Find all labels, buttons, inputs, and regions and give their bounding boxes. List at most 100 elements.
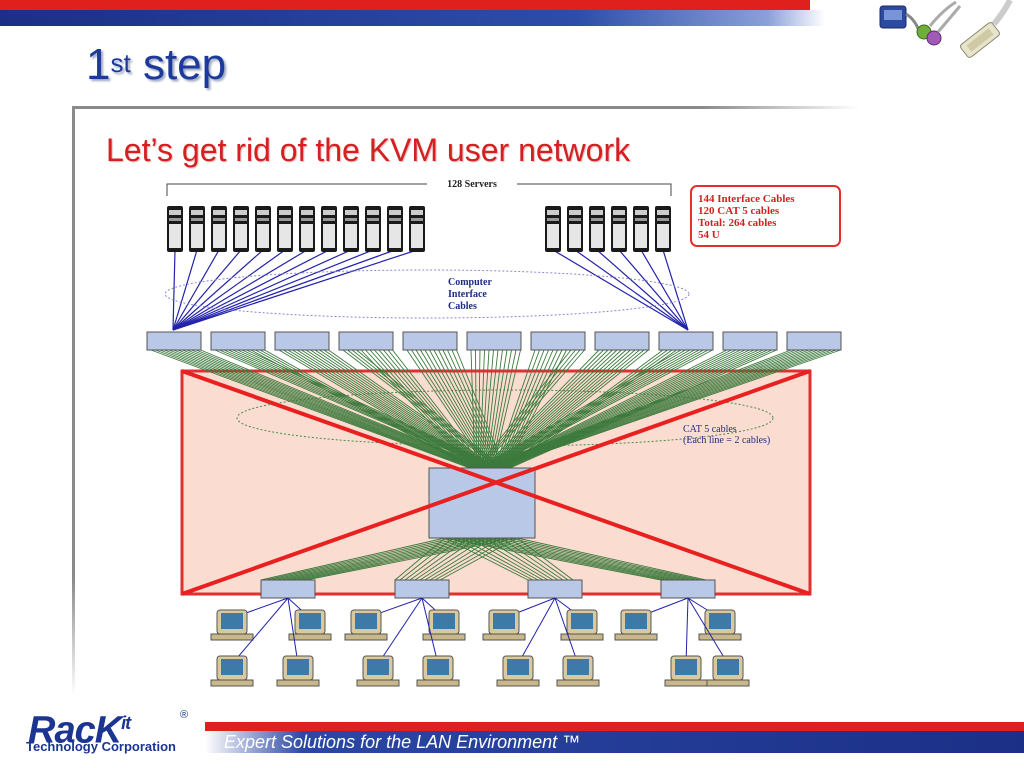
switch-unit (338, 331, 394, 351)
cat5-cable (265, 537, 454, 581)
cat5-cable (480, 349, 490, 471)
top-stripe-red (0, 0, 810, 10)
cat5-cable (444, 537, 662, 581)
server-unit (343, 206, 359, 252)
server-unit (189, 206, 205, 252)
cat5-cable (182, 349, 487, 471)
server-unit (633, 206, 649, 252)
cat5-cable (492, 349, 841, 471)
cat5-cable (360, 349, 476, 471)
cat5-cable (479, 349, 585, 471)
cat5-cable (287, 349, 485, 471)
cat5-cable (492, 537, 692, 581)
workstation-icon (560, 609, 604, 641)
cat5-cable (476, 349, 796, 471)
cat5-cable (383, 349, 484, 471)
server-unit (409, 206, 425, 252)
server-cable (172, 249, 242, 331)
cat5-cable (378, 349, 482, 471)
cat5-cable (292, 349, 487, 471)
cat5-cable (476, 349, 686, 471)
cat5-cable (482, 349, 814, 471)
server-cable (172, 249, 220, 331)
cat5-cable (173, 349, 484, 471)
computer-cables-label-1: Computer (448, 277, 492, 288)
bottom-switch (660, 579, 716, 599)
cat5-cable (399, 537, 454, 581)
frame-left-line (72, 106, 75, 696)
server-unit (365, 206, 381, 252)
central-switch (428, 467, 536, 539)
server-cable (172, 249, 264, 331)
workstation-icon (210, 655, 254, 687)
user-cable (554, 597, 579, 665)
workstation-icon (482, 609, 526, 641)
workstation-icon (664, 655, 708, 687)
cat5-cable (500, 537, 697, 581)
server-unit (211, 206, 227, 252)
switch-unit (402, 331, 458, 351)
server-unit (299, 206, 315, 252)
cat5-label-2: (Each line = 2 cables) (683, 435, 770, 446)
workstation-icon (706, 655, 750, 687)
info-line-2: 120 CAT 5 cables (698, 205, 780, 217)
cat5-cable (159, 349, 479, 471)
frame-top-line (72, 106, 860, 109)
workstation-icon (210, 609, 254, 641)
cat5-cable (490, 349, 837, 471)
user-cable (685, 597, 689, 665)
server-cable (172, 249, 374, 331)
cat5-cable (485, 349, 713, 471)
cat5-cable (474, 349, 572, 471)
server-unit (387, 206, 403, 252)
servers-label: 128 Servers (447, 179, 497, 190)
switch-unit (786, 331, 842, 351)
server-unit (545, 206, 561, 252)
cat5-cable (404, 537, 462, 581)
cat5-cable (374, 349, 481, 471)
cat5-cable (477, 349, 481, 471)
server-unit (255, 206, 271, 252)
cat5-cable (444, 537, 529, 581)
server-unit (611, 206, 627, 252)
server-cable (172, 249, 352, 331)
cat5-cable (482, 349, 494, 471)
workstation-icon (276, 655, 320, 687)
cat5-label-1: CAT 5 cables (683, 424, 737, 435)
switch-unit (594, 331, 650, 351)
cat5-cable (484, 349, 709, 471)
bottom-switch (527, 579, 583, 599)
cat5-cable (477, 349, 691, 471)
cat5-cable (477, 349, 581, 471)
cat5-cable (516, 537, 707, 581)
server-cable (640, 249, 689, 331)
server-cable (172, 249, 308, 331)
user-cable (231, 597, 289, 665)
cat5-cable (387, 349, 485, 471)
cat5-cable (489, 349, 832, 471)
cat5-cable (164, 349, 480, 471)
cat5-cable (259, 349, 479, 471)
rackit-logo: RacKit (28, 709, 131, 752)
slide-subtitle: Let’s get rid of the KVM user network (106, 132, 631, 168)
cat5-cable (150, 349, 476, 471)
bottom-switch (260, 579, 316, 599)
server-cable (574, 249, 689, 331)
workstation-icon (556, 655, 600, 687)
switch-unit (658, 331, 714, 351)
user-cable (421, 597, 439, 665)
workstation-icon (422, 609, 466, 641)
server-cable (172, 249, 330, 331)
server-unit (233, 206, 249, 252)
red-cross-line-2 (181, 369, 811, 596)
cat5-cable (481, 349, 700, 471)
cat5-cable (481, 349, 600, 471)
info-line-3: Total: 264 cables (698, 217, 777, 229)
registered-mark: ® (180, 709, 189, 721)
workstation-icon (614, 609, 658, 641)
cat5-cable (278, 349, 482, 471)
cat5-cable (392, 349, 487, 471)
server-cable (172, 249, 198, 331)
title-superscript: st (110, 48, 131, 78)
cat5-cable (486, 349, 823, 471)
